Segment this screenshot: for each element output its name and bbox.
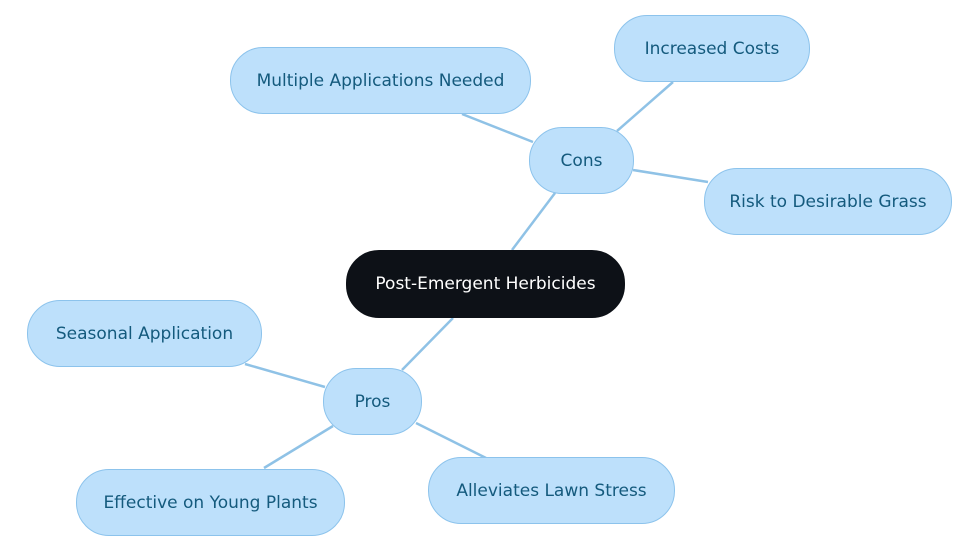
connector-cons-risk: [632, 168, 709, 184]
connector-cons-increased-costs: [616, 81, 674, 132]
alleviates-lawn-stress-node: Alleviates Lawn Stress: [428, 457, 675, 524]
connector-root-cons: [511, 192, 556, 251]
effective-young-plants-node: Effective on Young Plants: [76, 469, 345, 536]
pros-node: Pros: [323, 368, 422, 435]
cons-node-label: Cons: [560, 150, 603, 171]
cons-node: Cons: [529, 127, 634, 194]
increased-costs-node: Increased Costs: [614, 15, 810, 82]
root-node-label: Post-Emergent Herbicides: [375, 274, 596, 294]
risk-desirable-grass-node: Risk to Desirable Grass: [704, 168, 952, 235]
root-node: Post-Emergent Herbicides: [346, 250, 625, 318]
connector-pros-alleviates: [415, 421, 487, 460]
connector-pros-seasonal: [244, 362, 326, 389]
risk-desirable-grass-label: Risk to Desirable Grass: [729, 191, 927, 212]
connector-root-pros: [401, 317, 454, 371]
connector-pros-effective: [263, 424, 334, 470]
pros-node-label: Pros: [354, 391, 391, 412]
seasonal-application-node: Seasonal Application: [27, 300, 262, 367]
alleviates-lawn-stress-label: Alleviates Lawn Stress: [456, 480, 647, 501]
seasonal-application-label: Seasonal Application: [55, 323, 234, 344]
effective-young-plants-label: Effective on Young Plants: [103, 492, 318, 513]
increased-costs-label: Increased Costs: [644, 38, 780, 59]
multiple-applications-node: Multiple Applications Needed: [230, 47, 531, 114]
multiple-applications-label: Multiple Applications Needed: [256, 70, 505, 91]
connector-cons-multiple-applications: [461, 112, 534, 144]
